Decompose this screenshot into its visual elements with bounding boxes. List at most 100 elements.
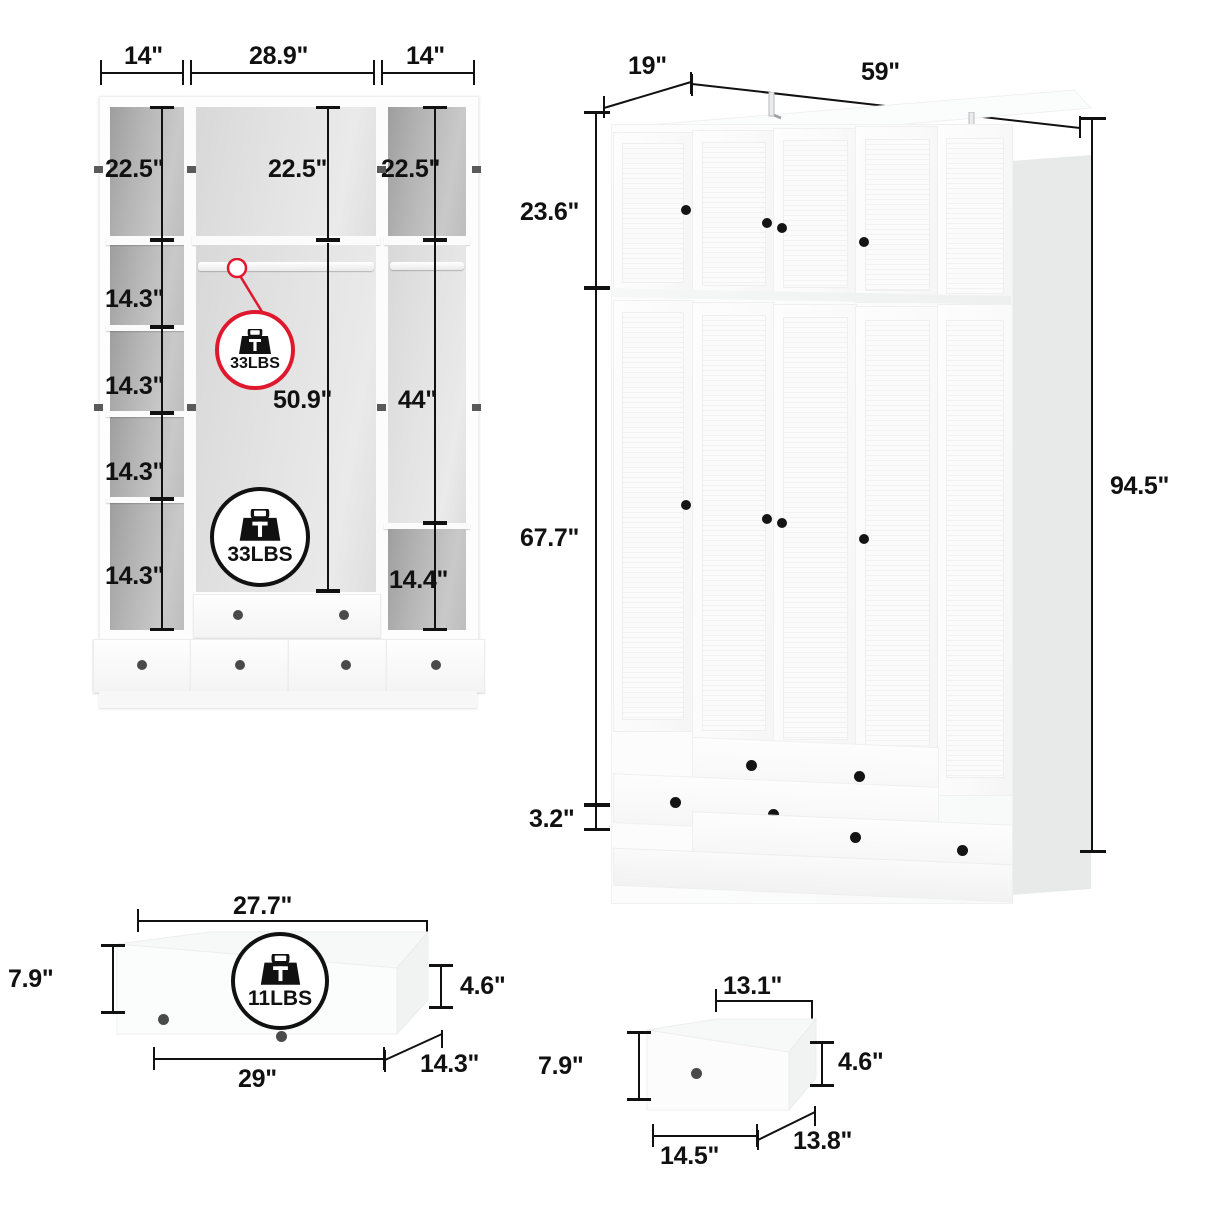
center-top-dim-tick-1 (316, 238, 340, 242)
hinge-right-upper-icon (472, 166, 481, 173)
large-drawer-knob-right[interactable] (276, 1031, 287, 1042)
center-inner-drawer-knob-right[interactable] (339, 610, 349, 620)
small-drawer-knob[interactable] (691, 1068, 702, 1079)
dim-depth-label: 19" (628, 52, 667, 80)
center-inner-drawer[interactable] (193, 594, 381, 638)
ext-dim-tick-mid1 (584, 286, 610, 290)
dim-right-bottom: 14.4" (389, 566, 449, 594)
dim-left-column-width: 14" (124, 42, 163, 70)
interior-cutaway-view: 14" 28.9" 14" 22.5" 14.3" 14.3" 14.3" 14… (0, 0, 520, 760)
ext-dim-tick-top (584, 111, 610, 114)
small-drawer-top-tick-0 (715, 989, 717, 1012)
right-dim-tick-1 (423, 238, 447, 242)
right-shelf-bottom (384, 523, 470, 529)
large-drawer-right-tick-1 (429, 1006, 453, 1009)
dim-center-top: 22.5" (268, 155, 328, 183)
center-top-dim-line (327, 107, 329, 240)
dim-left-comp-4: 14.3" (105, 458, 165, 486)
handbag-icon (239, 328, 271, 354)
left-dim-tick-3 (150, 411, 174, 415)
ext-dim-tick-mid2 (584, 803, 610, 807)
left-shelf-top (106, 236, 188, 245)
large-drawer-left-tick-0 (101, 944, 125, 947)
left-shelf-2 (106, 325, 188, 331)
large-drawer-bottom-tick-0 (153, 1047, 155, 1070)
large-drawer-left-tick-1 (101, 1011, 125, 1014)
center-top-compartment (196, 107, 376, 236)
lower-door-2-knob[interactable] (762, 514, 772, 524)
center-divider-left (184, 100, 196, 636)
upper-door-4-knob[interactable] (859, 237, 869, 247)
bottom-drawer-4-knob[interactable] (431, 660, 441, 670)
dim-large-drawer-outer-width: 29" (238, 1065, 277, 1093)
center-inner-drawer-knob-left[interactable] (233, 610, 243, 620)
dim-right-hanging: 44" (398, 386, 437, 414)
small-drawer-top-dim-line (715, 1000, 813, 1002)
dim-center-section-width: 28.9" (249, 42, 309, 70)
width-dim-line-left (100, 72, 184, 74)
dim-large-drawer-depth: 14.3" (420, 1050, 480, 1078)
upper-door-3-knob[interactable] (777, 223, 787, 233)
dim-right-top: 22.5" (381, 155, 441, 183)
bottom-drawer-3[interactable] (288, 639, 388, 693)
width-tick-0 (100, 60, 102, 85)
drawer-upper-1-knob[interactable] (746, 760, 757, 771)
right-bottom-compartment (388, 529, 466, 630)
hinge-mid1-lower-icon (187, 404, 196, 411)
small-drawer-bottom-tick-0 (652, 1124, 654, 1147)
ext-dim-tick-bottom (584, 828, 610, 831)
shelf-load-badge-red: 33LBS (215, 310, 295, 390)
dim-base-plinth-height: 3.2" (529, 805, 575, 833)
lower-door-3-knob[interactable] (777, 518, 787, 528)
total-height-tick-top (1080, 117, 1106, 120)
hinge-left-lower-icon (94, 404, 103, 411)
dim-total-height: 94.5" (1110, 472, 1170, 500)
lower-door-right-extension-panel (946, 320, 1004, 778)
hinge-mid2-lower-icon (377, 404, 386, 411)
right-dim-tick-0 (423, 106, 447, 109)
dim-large-drawer-front-height: 7.9" (8, 965, 54, 993)
drawer-load-badge: 11LBS (231, 932, 329, 1030)
drawer-lower-1-knob[interactable] (850, 832, 861, 843)
upper-door-1-knob[interactable] (681, 205, 691, 215)
dim-width-label: 59" (861, 58, 900, 86)
drawer-middle-1-knob[interactable] (670, 797, 681, 808)
large-drawer-knob-left[interactable] (158, 1014, 169, 1025)
width-tick-1a (182, 60, 184, 85)
bottom-drawer-3-knob[interactable] (341, 660, 351, 670)
shelf-load-badge-red-label: 33LBS (230, 354, 280, 372)
left-compartment-5 (110, 503, 184, 630)
left-compartment-2 (110, 245, 184, 325)
left-compartment-1 (110, 107, 184, 236)
lower-door-1-panel (622, 312, 684, 720)
small-drawer-right-tick-1 (810, 1084, 834, 1087)
small-drawer-left-tick-1 (627, 1098, 651, 1101)
hinge-mid1-upper-icon (187, 166, 196, 173)
width-tick-3 (473, 60, 475, 85)
dim-left-comp-5: 14.3" (105, 562, 165, 590)
large-drawer-top-tick-0 (137, 909, 139, 932)
left-dim-tick-1 (150, 238, 174, 242)
drawer-lower-2-knob[interactable] (957, 845, 968, 856)
lower-door-4-knob[interactable] (859, 534, 869, 544)
dim-small-drawer-inner-height: 4.6" (838, 1048, 884, 1076)
total-height-tick-bottom (1080, 850, 1106, 853)
drawer-upper-2-knob[interactable] (854, 771, 865, 782)
right-hanging-compartment (388, 245, 466, 523)
lower-door-1-knob[interactable] (681, 500, 691, 510)
large-drawer-left-dim-line (112, 945, 114, 1013)
upper-door-2-knob[interactable] (762, 218, 772, 228)
small-drawer-right-tick-0 (810, 1041, 834, 1044)
bottom-drawer-1-knob[interactable] (137, 660, 147, 670)
small-drawer-detail: 13.1" 7.9" 4.6" 14.5" 13.8" (538, 970, 950, 1180)
left-compartment-4 (110, 417, 184, 497)
bottom-drawer-2-knob[interactable] (235, 660, 245, 670)
shelf-load-badge-black: 33LBS (210, 487, 310, 587)
left-compartment-3 (110, 331, 184, 411)
large-drawer-right-tick-0 (429, 964, 453, 967)
right-dim-line (434, 107, 436, 630)
handbag-icon (239, 509, 281, 541)
shelf-load-badge-black-label: 33LBS (227, 543, 293, 566)
hinge-left-upper-icon (94, 166, 103, 173)
